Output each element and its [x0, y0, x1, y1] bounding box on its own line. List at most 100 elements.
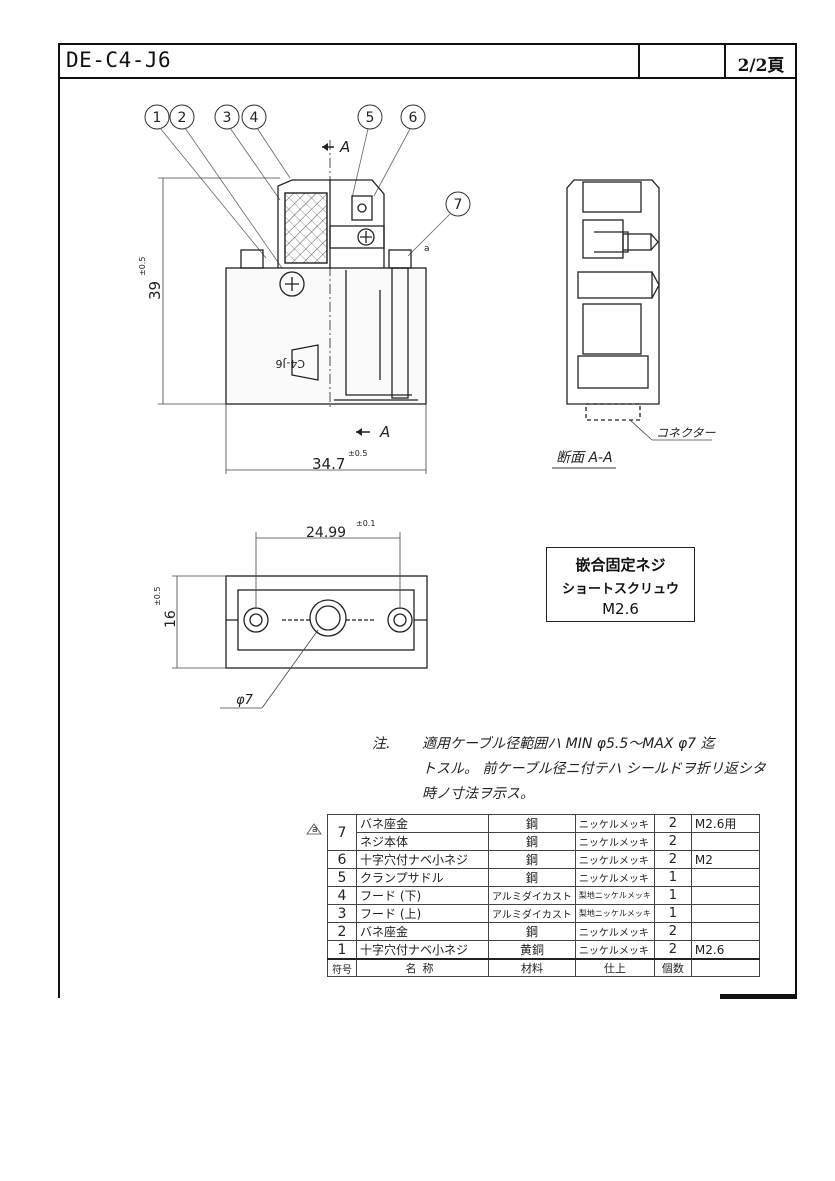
part-material: アルミダイカスト: [488, 886, 576, 905]
page-number: 2/2頁: [737, 56, 785, 76]
part-name: 十字穴付ナベ小ネジ: [356, 850, 489, 869]
part-finish: ニッケルメッキ: [574, 922, 655, 941]
connector-label: コネクター: [656, 426, 717, 440]
balloon-label: 5: [366, 110, 375, 126]
part-remark: [690, 868, 761, 887]
col-header: 符号: [327, 958, 357, 977]
part-name: フード (下): [356, 886, 489, 905]
col-header: 名称: [356, 958, 489, 977]
part-qty: 2: [653, 814, 692, 833]
dim-height-tol: ±0.5: [138, 257, 147, 276]
part-finish: 梨地ニッケルメッキ: [574, 904, 655, 923]
part-no: 2: [327, 922, 357, 941]
dim-width-tol: ±0.5: [348, 449, 367, 458]
part-qty: 2: [653, 940, 692, 960]
part-remark: [690, 922, 761, 941]
dim-depth: [172, 575, 226, 669]
note-label: 注.: [372, 736, 391, 752]
cable-note: 注.適用ケーブル径範囲ハ MIN φ5.5～MAX φ7 迄 トスル。 前ケーブ…: [372, 732, 766, 807]
part-material: 鋼: [488, 832, 576, 851]
part-no: 3: [327, 904, 357, 923]
dim-pitch: [255, 532, 401, 608]
section-label: 断面 A-A: [556, 450, 613, 466]
drawing-sheet: DE-C4-J6 2/2頁: [58, 43, 797, 998]
dim-height: [158, 177, 280, 405]
balloon-4: 4: [241, 104, 267, 130]
part-finish: ニッケルメッキ: [574, 832, 655, 851]
col-header: [690, 958, 761, 977]
dim-pitch-value: 24.99: [306, 525, 346, 541]
part-finish: ニッケルメッキ: [574, 940, 655, 960]
part-finish: ニッケルメッキ: [574, 850, 655, 869]
leader-lines: [159, 127, 451, 269]
note-line: 時ノ寸法ヲ示ス。: [422, 786, 534, 802]
part-material: 鋼: [488, 922, 576, 941]
part-finish: ニッケルメッキ: [574, 814, 655, 833]
balloon-6: 6: [400, 104, 426, 130]
part-qty: 1: [653, 868, 692, 887]
footer-bar: [720, 994, 797, 999]
part-remark: M2.6: [690, 940, 761, 960]
part-remark: [690, 904, 761, 923]
col-header: 個数: [653, 958, 692, 977]
title-block: DE-C4-J6 2/2頁: [60, 45, 795, 79]
part-qty: 1: [653, 886, 692, 905]
part-name: 十字穴付ナベ小ネジ: [356, 940, 489, 960]
dim-depth-value: 16: [163, 610, 179, 628]
part-no: 6: [327, 850, 357, 869]
title-divider: [638, 45, 640, 77]
thread-mark: a: [424, 244, 430, 254]
part-name: ネジ本体: [356, 832, 489, 851]
connector-leader: [629, 419, 653, 441]
dim-width-value: 34.7: [312, 455, 345, 473]
callout-line1: 嵌合固定ネジ: [575, 556, 666, 574]
dia-leader: [261, 629, 319, 709]
part-qty: 1: [653, 904, 692, 923]
part-qty: 2: [653, 850, 692, 869]
part-no: 7: [327, 814, 357, 851]
callout-line3: M2.6: [602, 600, 639, 618]
balloon-label: 3: [223, 110, 232, 126]
balloon-label: 1: [153, 110, 162, 126]
part-qty: 2: [653, 832, 692, 851]
balloon-group: 1 2 3 4 5 6 7: [144, 104, 471, 217]
part-material: 鋼: [488, 814, 576, 833]
dim-width: [225, 404, 427, 474]
dim-depth-tol: ±0.5: [153, 587, 162, 606]
dim-height-value: 39: [146, 281, 164, 300]
balloon-5: 5: [357, 104, 383, 130]
section-mark: A: [339, 138, 350, 156]
section-arrow-bottom: A: [356, 423, 390, 441]
part-material: アルミダイカスト: [488, 904, 576, 923]
part-finish: 梨地ニッケルメッキ: [574, 886, 655, 905]
part-no: 4: [327, 886, 357, 905]
title-divider: [724, 45, 726, 77]
note-line: 適用ケーブル径範囲ハ MIN φ5.5～MAX φ7 迄: [422, 736, 715, 752]
section-view: [566, 179, 660, 421]
dim-pitch-tol: ±0.1: [356, 519, 375, 528]
part-remark: [690, 886, 761, 905]
part-remark: [690, 832, 761, 851]
col-header: 仕上: [574, 958, 655, 977]
section-arrow-top: A: [322, 138, 350, 156]
balloon-3: 3: [214, 104, 240, 130]
part-finish: ニッケルメッキ: [574, 868, 655, 887]
revision-mark: a: [312, 825, 318, 835]
part-name: バネ座金: [356, 814, 489, 833]
part-material: 鋼: [488, 850, 576, 869]
table-header-row: 符号名称材料仕上個数: [327, 958, 761, 977]
section-mark: A: [379, 423, 390, 441]
balloon-label: 2: [178, 110, 187, 126]
part-mark: C4-J6: [275, 357, 305, 370]
part-no: 5: [327, 868, 357, 887]
callout-line2: ショートスクリュウ: [561, 582, 679, 597]
balloon-2: 2: [169, 104, 195, 130]
